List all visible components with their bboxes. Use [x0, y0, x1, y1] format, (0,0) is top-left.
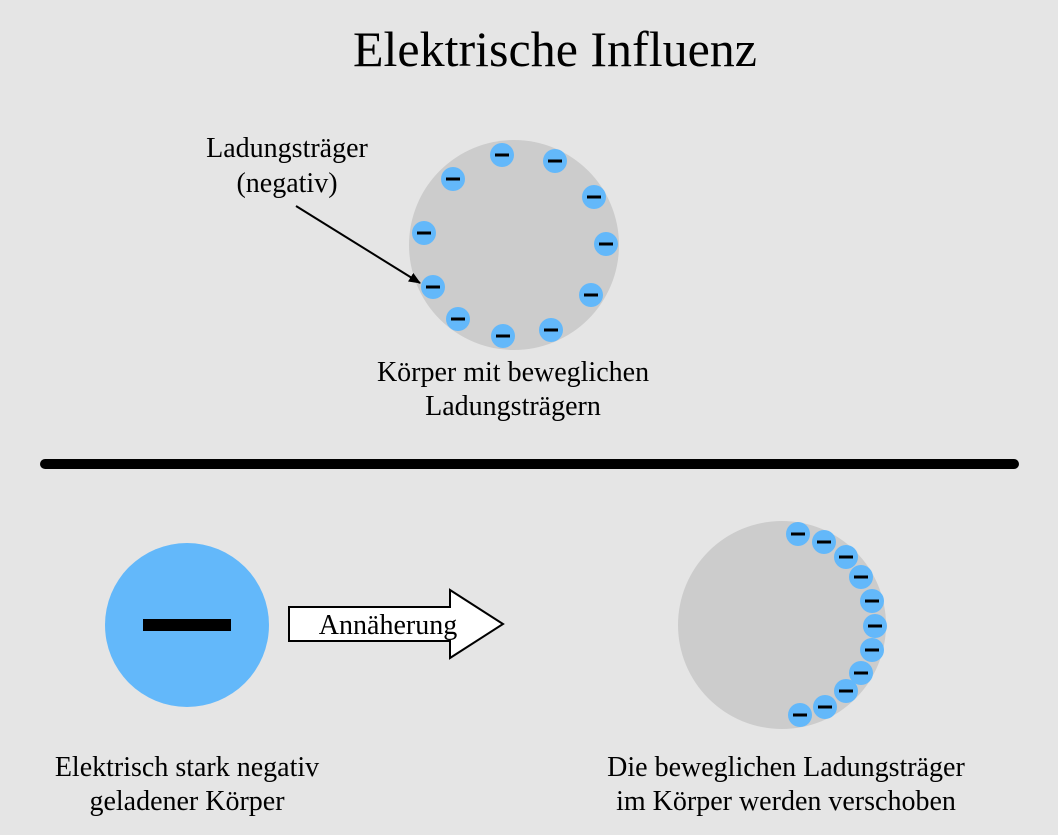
minus-icon: [544, 328, 558, 332]
charge-carrier: [594, 232, 618, 256]
charge-carrier: [446, 307, 470, 331]
minus-icon: [446, 177, 460, 181]
minus-icon: [599, 242, 613, 246]
minus-icon: [865, 648, 879, 652]
minus-icon: [584, 293, 598, 297]
charged-caption-line1: Elektrisch stark negativ: [55, 752, 319, 783]
charge-carrier: [421, 275, 445, 299]
minus-icon: [865, 599, 879, 603]
minus-icon: [417, 231, 431, 235]
page-title: Elektrische Influenz: [353, 21, 757, 77]
minus-icon: [451, 317, 465, 321]
charge-carrier: [539, 318, 563, 342]
minus-sign-icon: [143, 619, 231, 631]
top-carriers: [412, 143, 618, 348]
minus-icon: [791, 532, 805, 536]
carrier-label-line2: (negativ): [236, 168, 337, 199]
polarized-conductor: [678, 521, 886, 729]
charge-carrier: [849, 661, 873, 685]
minus-icon: [587, 195, 601, 199]
minus-icon: [548, 159, 562, 163]
charge-carrier: [860, 589, 884, 613]
charge-carrier: [812, 530, 836, 554]
charge-carrier: [786, 522, 810, 546]
minus-icon: [868, 624, 882, 628]
approach-arrow-label: Annäherung: [319, 610, 457, 641]
carrier-label-line1: Ladungsträger: [206, 133, 368, 164]
minus-icon: [839, 689, 853, 693]
minus-icon: [854, 671, 868, 675]
shifted-caption-line2: im Körper werden verschoben: [616, 786, 956, 817]
charge-carrier: [412, 221, 436, 245]
charge-carrier: [543, 149, 567, 173]
charge-carrier: [788, 703, 812, 727]
bottom-section: Elektrisch stark negativ geladener Körpe…: [55, 521, 965, 817]
charge-carrier: [849, 565, 873, 589]
charged-caption-line2: geladener Körper: [89, 786, 285, 817]
body-caption-line2: Ladungsträgern: [425, 391, 601, 422]
charge-carrier: [834, 679, 858, 703]
minus-icon: [818, 705, 832, 709]
top-section: Ladungsträger (negativ) Körper mit beweg…: [206, 133, 649, 422]
minus-icon: [854, 575, 868, 579]
shifted-carriers: [786, 522, 887, 727]
charge-carrier: [441, 167, 465, 191]
charge-carrier: [834, 545, 858, 569]
minus-icon: [495, 153, 509, 157]
shifted-caption-line1: Die beweglichen Ladungsträger: [607, 752, 965, 783]
charge-carrier: [582, 185, 606, 209]
charge-carrier: [863, 614, 887, 638]
minus-icon: [426, 285, 440, 289]
charge-carrier: [860, 638, 884, 662]
minus-icon: [817, 540, 831, 544]
neutral-conductor: [409, 140, 619, 350]
minus-icon: [496, 334, 510, 338]
charge-carrier: [579, 283, 603, 307]
approach-arrow: [288, 588, 505, 660]
charge-carrier: [490, 143, 514, 167]
charge-carrier: [813, 695, 837, 719]
charge-carrier: [491, 324, 515, 348]
minus-icon: [839, 555, 853, 559]
minus-icon: [793, 713, 807, 717]
carrier-pointer-arrow: [295, 205, 421, 284]
body-caption-line1: Körper mit beweglichen: [377, 357, 649, 388]
